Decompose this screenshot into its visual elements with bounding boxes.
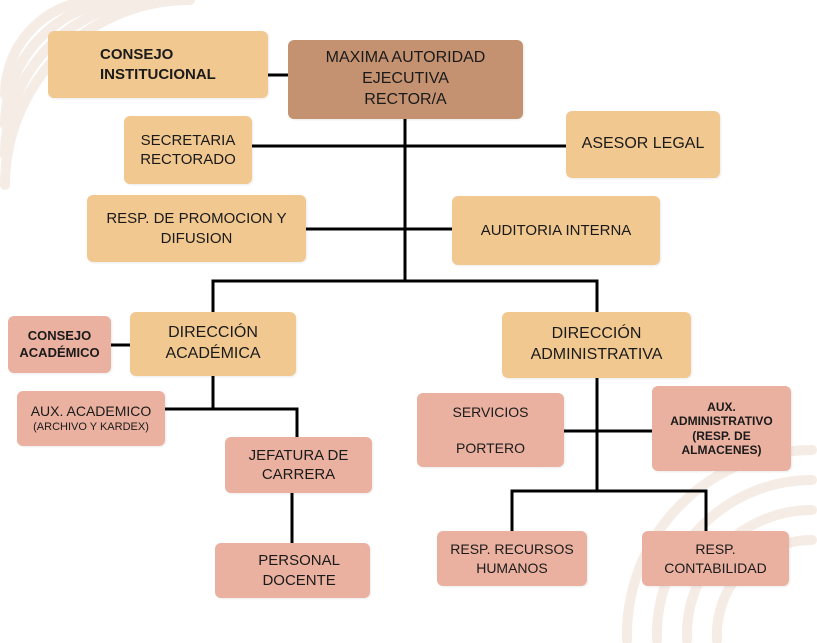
node-servicios-portero: SERVICIOS PORTERO xyxy=(417,393,564,467)
node-asesor-legal: ASESOR LEGAL xyxy=(566,111,720,178)
node-consejo-institucional: CONSEJO INSTITUCIONAL xyxy=(48,31,268,98)
node-jefatura-de-carrera: JEFATURA DE CARRERA xyxy=(225,437,372,493)
node-direccion-administrativa: DIRECCIÓN ADMINISTRATIVA xyxy=(502,312,691,378)
node-label: ASESOR LEGAL xyxy=(581,135,705,153)
node-label: AUX. ACADEMICO xyxy=(30,403,152,420)
node-secretaria-rectorado: SECRETARIA RECTORADO xyxy=(124,116,252,184)
node-label: CONSEJO ACADÉMICO xyxy=(19,327,100,360)
node-sublabel: (ARCHIVO Y KARDEX) xyxy=(33,421,149,434)
node-resp-promocion-difusion: RESP. DE PROMOCION Y DIFUSION xyxy=(87,195,306,262)
node-label: AUX. ADMINISTRATIVO (RESP. DE ALMACENES) xyxy=(670,399,773,457)
node-label: JEFATURA DE CARRERA xyxy=(248,446,349,484)
node-label: PERSONAL DOCENTE xyxy=(258,552,340,589)
node-label: RESP. RECURSOS HUMANOS xyxy=(450,541,574,576)
node-label: SECRETARIA RECTORADO xyxy=(140,131,236,169)
node-label: RESP. CONTABILIDAD xyxy=(664,541,767,576)
node-direccion-academica: DIRECCIÓN ACADÉMICA xyxy=(130,312,296,376)
node-consejo-academico: CONSEJO ACADÉMICO xyxy=(8,316,111,373)
node-label: AUDITORIA INTERNA xyxy=(480,221,632,239)
node-label: DIRECCIÓN ADMINISTRATIVA xyxy=(530,325,663,363)
node-label: MAXIMA AUTORIDAD EJECUTIVA RECTOR/A xyxy=(325,49,486,108)
node-label: DIRECCIÓN ACADÉMICA xyxy=(165,324,261,362)
node-resp-contabilidad: RESP. CONTABILIDAD xyxy=(642,531,789,586)
node-label: CONSEJO INSTITUCIONAL xyxy=(100,46,216,83)
node-aux-administrativo: AUX. ADMINISTRATIVO (RESP. DE ALMACENES) xyxy=(652,386,791,471)
node-label: SERVICIOS PORTERO xyxy=(452,403,529,457)
node-resp-recursos-humanos: RESP. RECURSOS HUMANOS xyxy=(437,531,587,586)
node-auditoria-interna: AUDITORIA INTERNA xyxy=(452,196,660,265)
node-personal-docente: PERSONAL DOCENTE xyxy=(215,543,370,598)
node-maxima-autoridad: MAXIMA AUTORIDAD EJECUTIVA RECTOR/A xyxy=(288,40,523,119)
node-label: RESP. DE PROMOCION Y DIFUSION xyxy=(106,210,287,247)
node-aux-academico: AUX. ACADEMICO (ARCHIVO Y KARDEX) xyxy=(17,391,165,446)
